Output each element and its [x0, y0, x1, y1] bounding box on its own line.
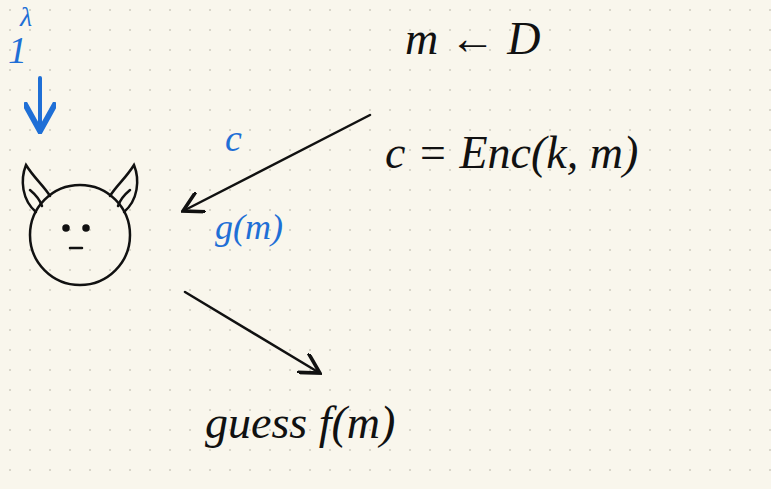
leakage-label: g(m): [215, 208, 283, 248]
challenge-arrow: [185, 115, 370, 210]
message-sampling: m ← D: [405, 14, 540, 65]
ciphertext-label: c: [225, 118, 242, 160]
guess-output: guess f(m): [205, 398, 395, 449]
encryption-formula: c = Enc(k, m): [385, 128, 638, 179]
security-parameter: 1: [8, 30, 27, 72]
security-parameter-exponent: λ: [20, 2, 32, 33]
output-arrow: [185, 292, 318, 372]
adversary-face: [23, 165, 137, 285]
input-arrow: [38, 78, 42, 128]
